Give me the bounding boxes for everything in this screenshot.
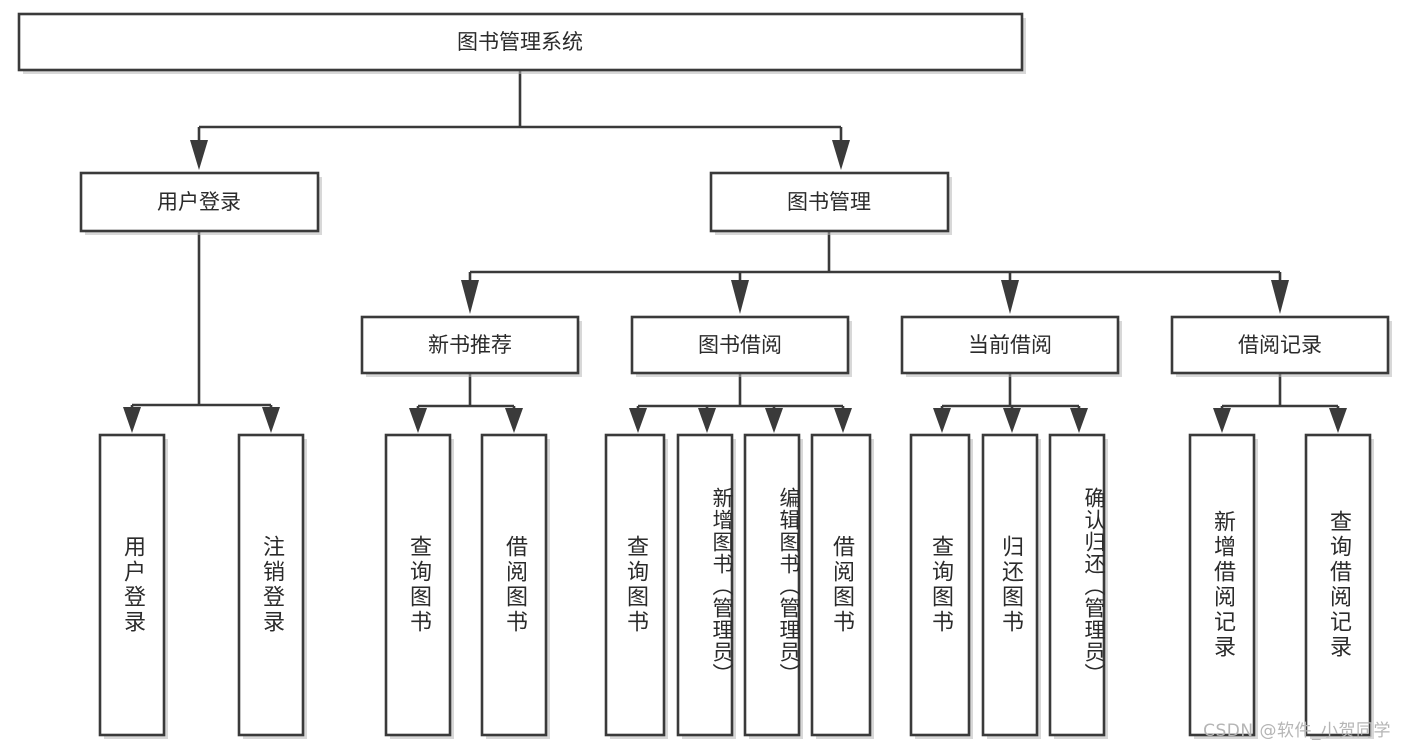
node-book-manage[interactable]: 图书管理: [709, 171, 952, 235]
arrow-head-icon: [1001, 280, 1019, 314]
arrow-head-icon: [1329, 408, 1347, 433]
node-leaf-query-book-1[interactable]: [384, 433, 454, 739]
connector-bookborrow-to-leaves: [629, 373, 852, 433]
watermark-text: CSDN @软件_小贺同学: [1203, 721, 1391, 741]
node-borrow-record[interactable]: 借阅记录: [1170, 315, 1392, 377]
node-book-borrow-label: 图书借阅: [698, 333, 782, 357]
node-leaf-query-book-3[interactable]: [909, 433, 973, 739]
arrow-head-icon: [629, 408, 647, 433]
arrow-head-icon: [262, 407, 280, 433]
connector-currentborrow-to-leaves: [933, 373, 1088, 433]
arrow-head-icon: [505, 408, 523, 433]
node-root[interactable]: 图书管理系统: [17, 12, 1026, 74]
arrow-head-icon: [832, 140, 850, 170]
node-leaf-logout[interactable]: [237, 433, 307, 739]
connector-newbook-to-leaves: [409, 373, 523, 433]
node-leaf-borrow-book-2[interactable]: [810, 433, 874, 739]
node-new-book-rec[interactable]: 新书推荐: [360, 315, 582, 377]
node-user-login-label: 用户登录: [157, 190, 241, 214]
arrow-head-icon: [190, 140, 208, 170]
node-current-borrow-label: 当前借阅: [968, 333, 1052, 357]
connector-userlogin-to-leaves: [123, 231, 280, 433]
node-leaf-borrow-book-1[interactable]: [480, 433, 550, 739]
connector-root-to-level2: [190, 70, 850, 170]
node-leaf-confirm-return[interactable]: [1048, 433, 1108, 739]
arrow-head-icon: [1003, 408, 1021, 433]
node-leaf-add-book[interactable]: [676, 433, 736, 739]
node-book-borrow[interactable]: 图书借阅: [630, 315, 852, 377]
node-root-label: 图书管理系统: [457, 30, 583, 54]
leaf-boxes: [98, 433, 1374, 739]
arrow-head-icon: [1213, 408, 1231, 433]
node-new-book-rec-label: 新书推荐: [428, 333, 512, 357]
node-user-login[interactable]: 用户登录: [79, 171, 322, 235]
node-leaf-edit-book[interactable]: [743, 433, 803, 739]
arrow-head-icon: [834, 408, 852, 433]
node-book-manage-label: 图书管理: [787, 190, 871, 214]
node-current-borrow[interactable]: 当前借阅: [900, 315, 1122, 377]
arrow-head-icon: [731, 280, 749, 314]
arrow-head-icon: [123, 407, 141, 433]
node-leaf-return-book[interactable]: [981, 433, 1041, 739]
node-leaf-query-record[interactable]: [1304, 433, 1374, 739]
node-borrow-record-label: 借阅记录: [1238, 333, 1322, 357]
node-leaf-user-login[interactable]: [98, 433, 168, 739]
arrow-head-icon: [933, 408, 951, 433]
connector-borrowrecord-to-leaves: [1213, 373, 1347, 433]
arrow-head-icon: [698, 408, 716, 433]
node-leaf-add-record[interactable]: [1188, 433, 1258, 739]
arrow-head-icon: [765, 408, 783, 433]
connector-bookmanage-to-level3: [461, 231, 1289, 314]
arrow-head-icon: [409, 408, 427, 433]
node-leaf-query-book-2[interactable]: [604, 433, 668, 739]
arrow-head-icon: [1271, 280, 1289, 314]
arrow-head-icon: [1070, 408, 1088, 433]
arrow-head-icon: [461, 280, 479, 314]
